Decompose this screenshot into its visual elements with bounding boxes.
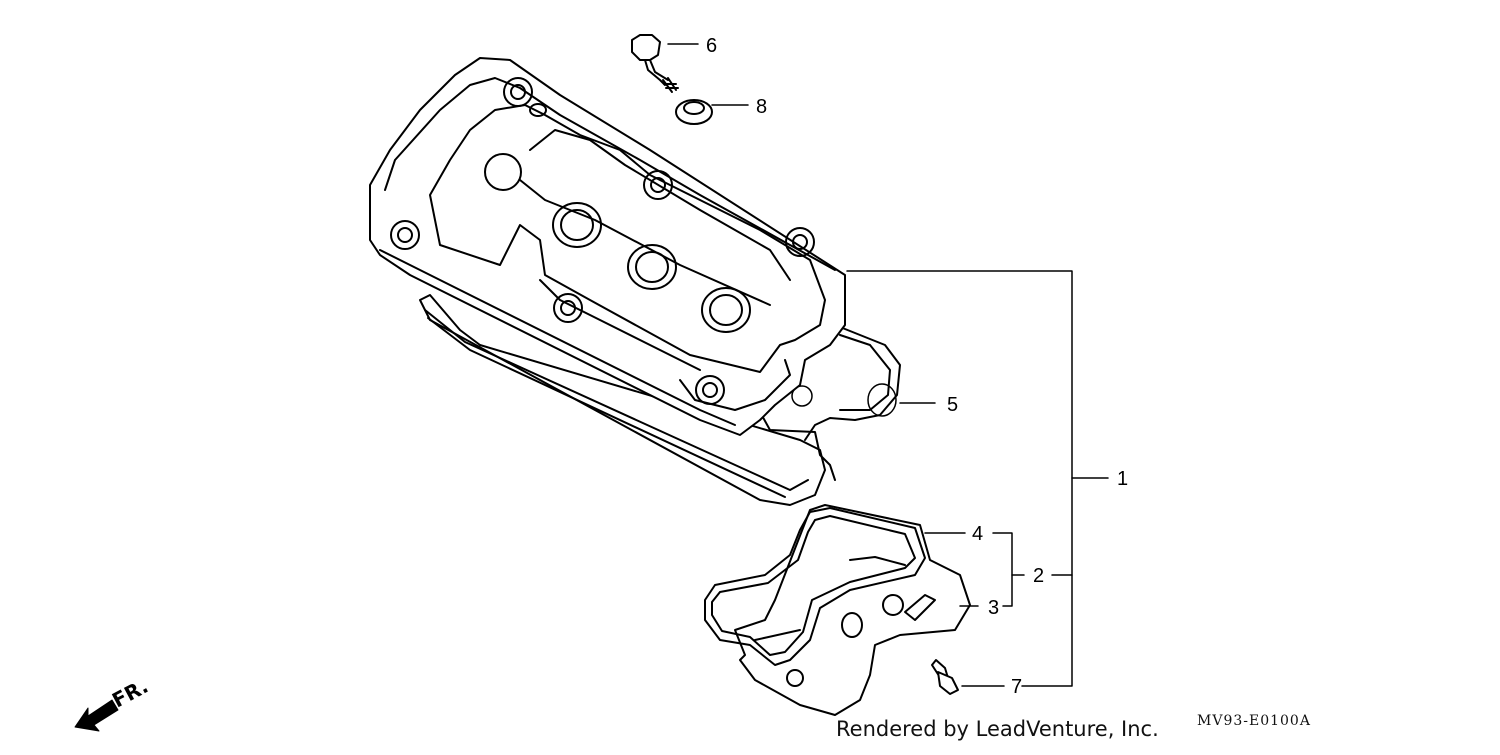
plate-bolt xyxy=(931,659,959,695)
head-cover-gasket xyxy=(419,294,901,506)
callout-6: 6 xyxy=(706,35,717,57)
cover-bolt xyxy=(631,34,679,93)
breather-plate xyxy=(734,504,971,716)
cover-bolt-bosses xyxy=(390,77,815,405)
callout-7: 7 xyxy=(1011,676,1022,698)
callout-5: 5 xyxy=(947,394,958,416)
leader-lines xyxy=(667,43,1109,687)
cover-washer xyxy=(675,99,713,125)
breather-plate-gasket xyxy=(704,507,926,666)
spark-plug-holes xyxy=(552,202,751,333)
cylinder-head-cover xyxy=(369,57,846,436)
callout-numbers: 6 8 5 1 4 2 3 7 xyxy=(706,35,1128,698)
front-direction-arrow xyxy=(74,699,119,732)
diagram-code: MV93-E0100A xyxy=(1197,713,1311,729)
callout-1: 1 xyxy=(1117,468,1128,490)
callout-4: 4 xyxy=(972,523,983,545)
render-credit: Rendered by LeadVenture, Inc. xyxy=(836,717,1159,741)
callout-8: 8 xyxy=(756,96,767,118)
callout-2: 2 xyxy=(1033,565,1044,587)
callout-3: 3 xyxy=(988,597,999,619)
